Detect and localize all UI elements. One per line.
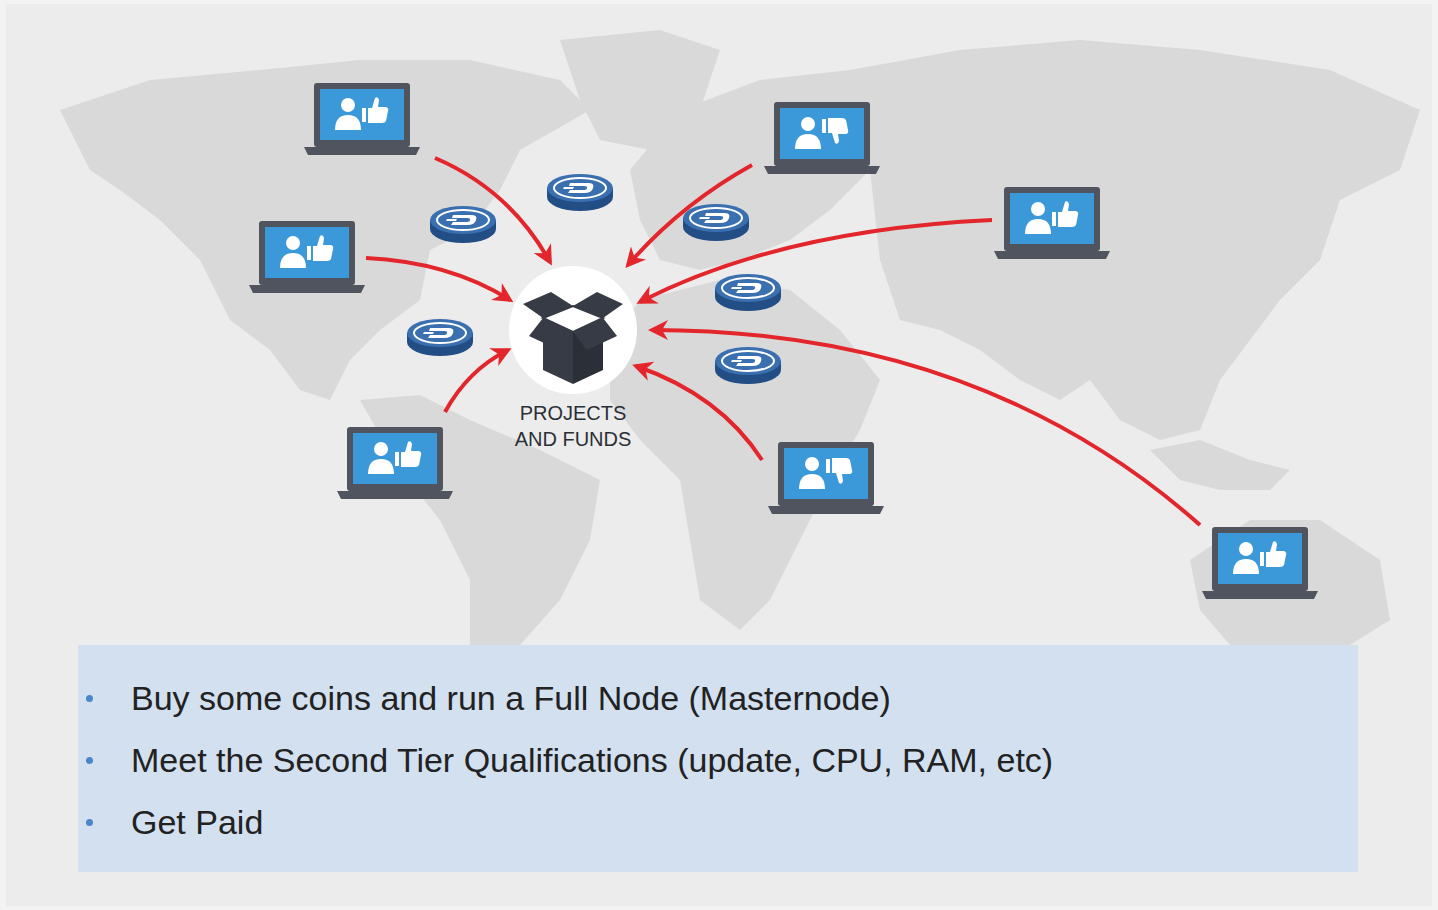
box-icon xyxy=(493,262,653,394)
bullet-dot xyxy=(86,819,93,826)
bullet-text: Meet the Second Tier Qualifications (upd… xyxy=(131,741,1053,780)
bullet-item: Meet the Second Tier Qualifications (upd… xyxy=(78,729,1358,791)
steps-panel: Buy some coins and run a Full Node (Mast… xyxy=(78,645,1358,872)
bullet-dot xyxy=(86,757,93,764)
bullet-item: Buy some coins and run a Full Node (Mast… xyxy=(78,667,1358,729)
projects-hub: PROJECTS AND FUNDS xyxy=(493,262,653,452)
bullet-dot xyxy=(86,695,93,702)
bullet-text: Get Paid xyxy=(131,803,263,842)
bullet-text: Buy some coins and run a Full Node (Mast… xyxy=(131,679,891,718)
bullet-item: Get Paid xyxy=(78,791,1358,853)
hub-label: PROJECTS AND FUNDS xyxy=(508,400,638,452)
